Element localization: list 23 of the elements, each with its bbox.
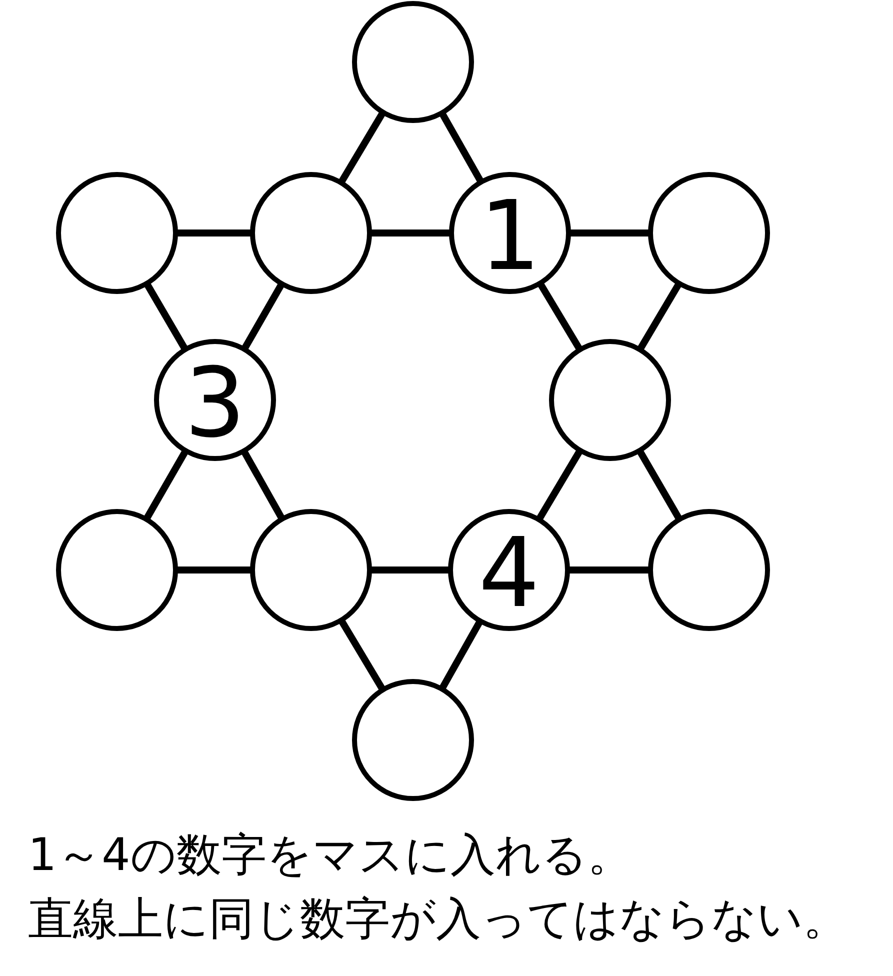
connector-line — [569, 566, 649, 574]
number-text: 1 — [479, 182, 541, 284]
connector-line — [637, 450, 682, 520]
connector-line — [371, 230, 450, 236]
connector-line — [338, 620, 386, 690]
number-text: 3 — [184, 349, 246, 451]
connector-line — [338, 112, 386, 184]
connector-line — [177, 230, 251, 236]
connector-line — [440, 112, 484, 183]
instruction-text: 直線上に同じ数字が入ってはならない。 — [28, 892, 848, 946]
connector-line — [371, 566, 449, 574]
connector-line — [177, 566, 251, 574]
connector-line — [536, 450, 582, 520]
connector-line — [638, 282, 682, 350]
connector-line — [241, 450, 285, 520]
number-text: 4 — [478, 519, 540, 621]
connector-line — [439, 620, 483, 690]
connector-line — [144, 282, 188, 350]
connector-line — [570, 230, 649, 236]
connector-line — [144, 450, 188, 520]
connector-line — [538, 282, 582, 350]
instruction-text: 1～4の数字をマスに入れる。 — [28, 828, 632, 882]
connector-line — [242, 283, 284, 350]
